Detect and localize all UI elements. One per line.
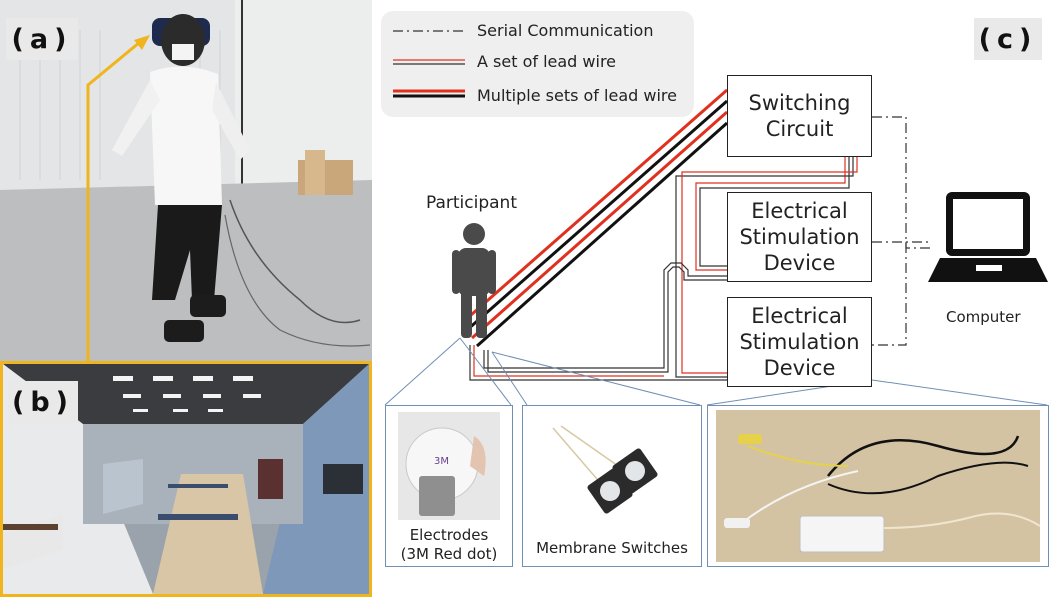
wire-multiple-red-1 xyxy=(462,88,728,324)
stim-device-photo-inset xyxy=(707,405,1049,567)
stim-device-1-block: Electrical Stimulation Device xyxy=(727,192,872,282)
wire-sw-stim1-black xyxy=(699,156,850,267)
legend-multiple-label: Multiple sets of lead wire xyxy=(477,86,677,105)
panel-b-label: (b) xyxy=(8,381,78,423)
vr-scene-illustration xyxy=(3,364,369,594)
stim-device-photo xyxy=(716,410,1041,562)
legend-swatches xyxy=(393,30,465,98)
legend-single-label: A set of lead wire xyxy=(477,52,617,71)
wire-multiple-black-2 xyxy=(476,121,728,348)
membrane-switches-label: Membrane Switches xyxy=(536,539,688,557)
stim-device-1-label: Electrical Stimulation Device xyxy=(739,199,860,275)
wire-sw-stim2-black xyxy=(675,156,854,378)
computer-label: Computer xyxy=(946,308,1021,326)
vr-scene-image xyxy=(0,361,372,597)
wire-membrane-stim1-a xyxy=(483,262,727,369)
participant-icon xyxy=(452,223,496,338)
electrodes-label: Electrodes (3M Red dot) xyxy=(400,526,498,563)
serial-communication-lines xyxy=(872,116,932,346)
wire-participant-stim2-a xyxy=(469,345,727,381)
membrane-switches-photo xyxy=(552,425,658,514)
switching-circuit-block: Switching Circuit xyxy=(727,75,872,157)
computer-icon xyxy=(928,192,1048,282)
wire-multiple-black-1 xyxy=(466,99,728,332)
wire-membrane-stim1-b xyxy=(487,266,727,373)
electrode-sticker-text: 3M xyxy=(434,456,449,467)
electrodes-photo xyxy=(398,412,500,520)
wire-sw-stim2-red xyxy=(681,156,858,374)
wire-participant-stim2-b xyxy=(473,345,664,377)
stim-device-2-block: Electrical Stimulation Device xyxy=(727,297,872,387)
stim-device-2-label: Electrical Stimulation Device xyxy=(739,304,860,380)
legend-serial-label: Serial Communication xyxy=(477,21,654,40)
membrane-switches-inset: Membrane Switches xyxy=(522,405,702,567)
yellow-arrow-connector xyxy=(86,35,150,362)
wire-sw-stim1-red xyxy=(695,156,846,271)
inset-callouts xyxy=(384,337,1048,406)
legend: Serial Communication A set of lead wire … xyxy=(381,11,694,117)
photo-participant-walking xyxy=(0,0,372,362)
panel-c-label: (c) xyxy=(974,18,1042,60)
participant-label: Participant xyxy=(426,193,518,213)
switching-circuit-label: Switching Circuit xyxy=(748,91,851,141)
electrodes-inset: 3M Electrodes (3M Red dot) xyxy=(385,405,513,567)
wire-multiple-red-2 xyxy=(471,110,728,340)
panel-a-label: (a) xyxy=(6,18,78,60)
